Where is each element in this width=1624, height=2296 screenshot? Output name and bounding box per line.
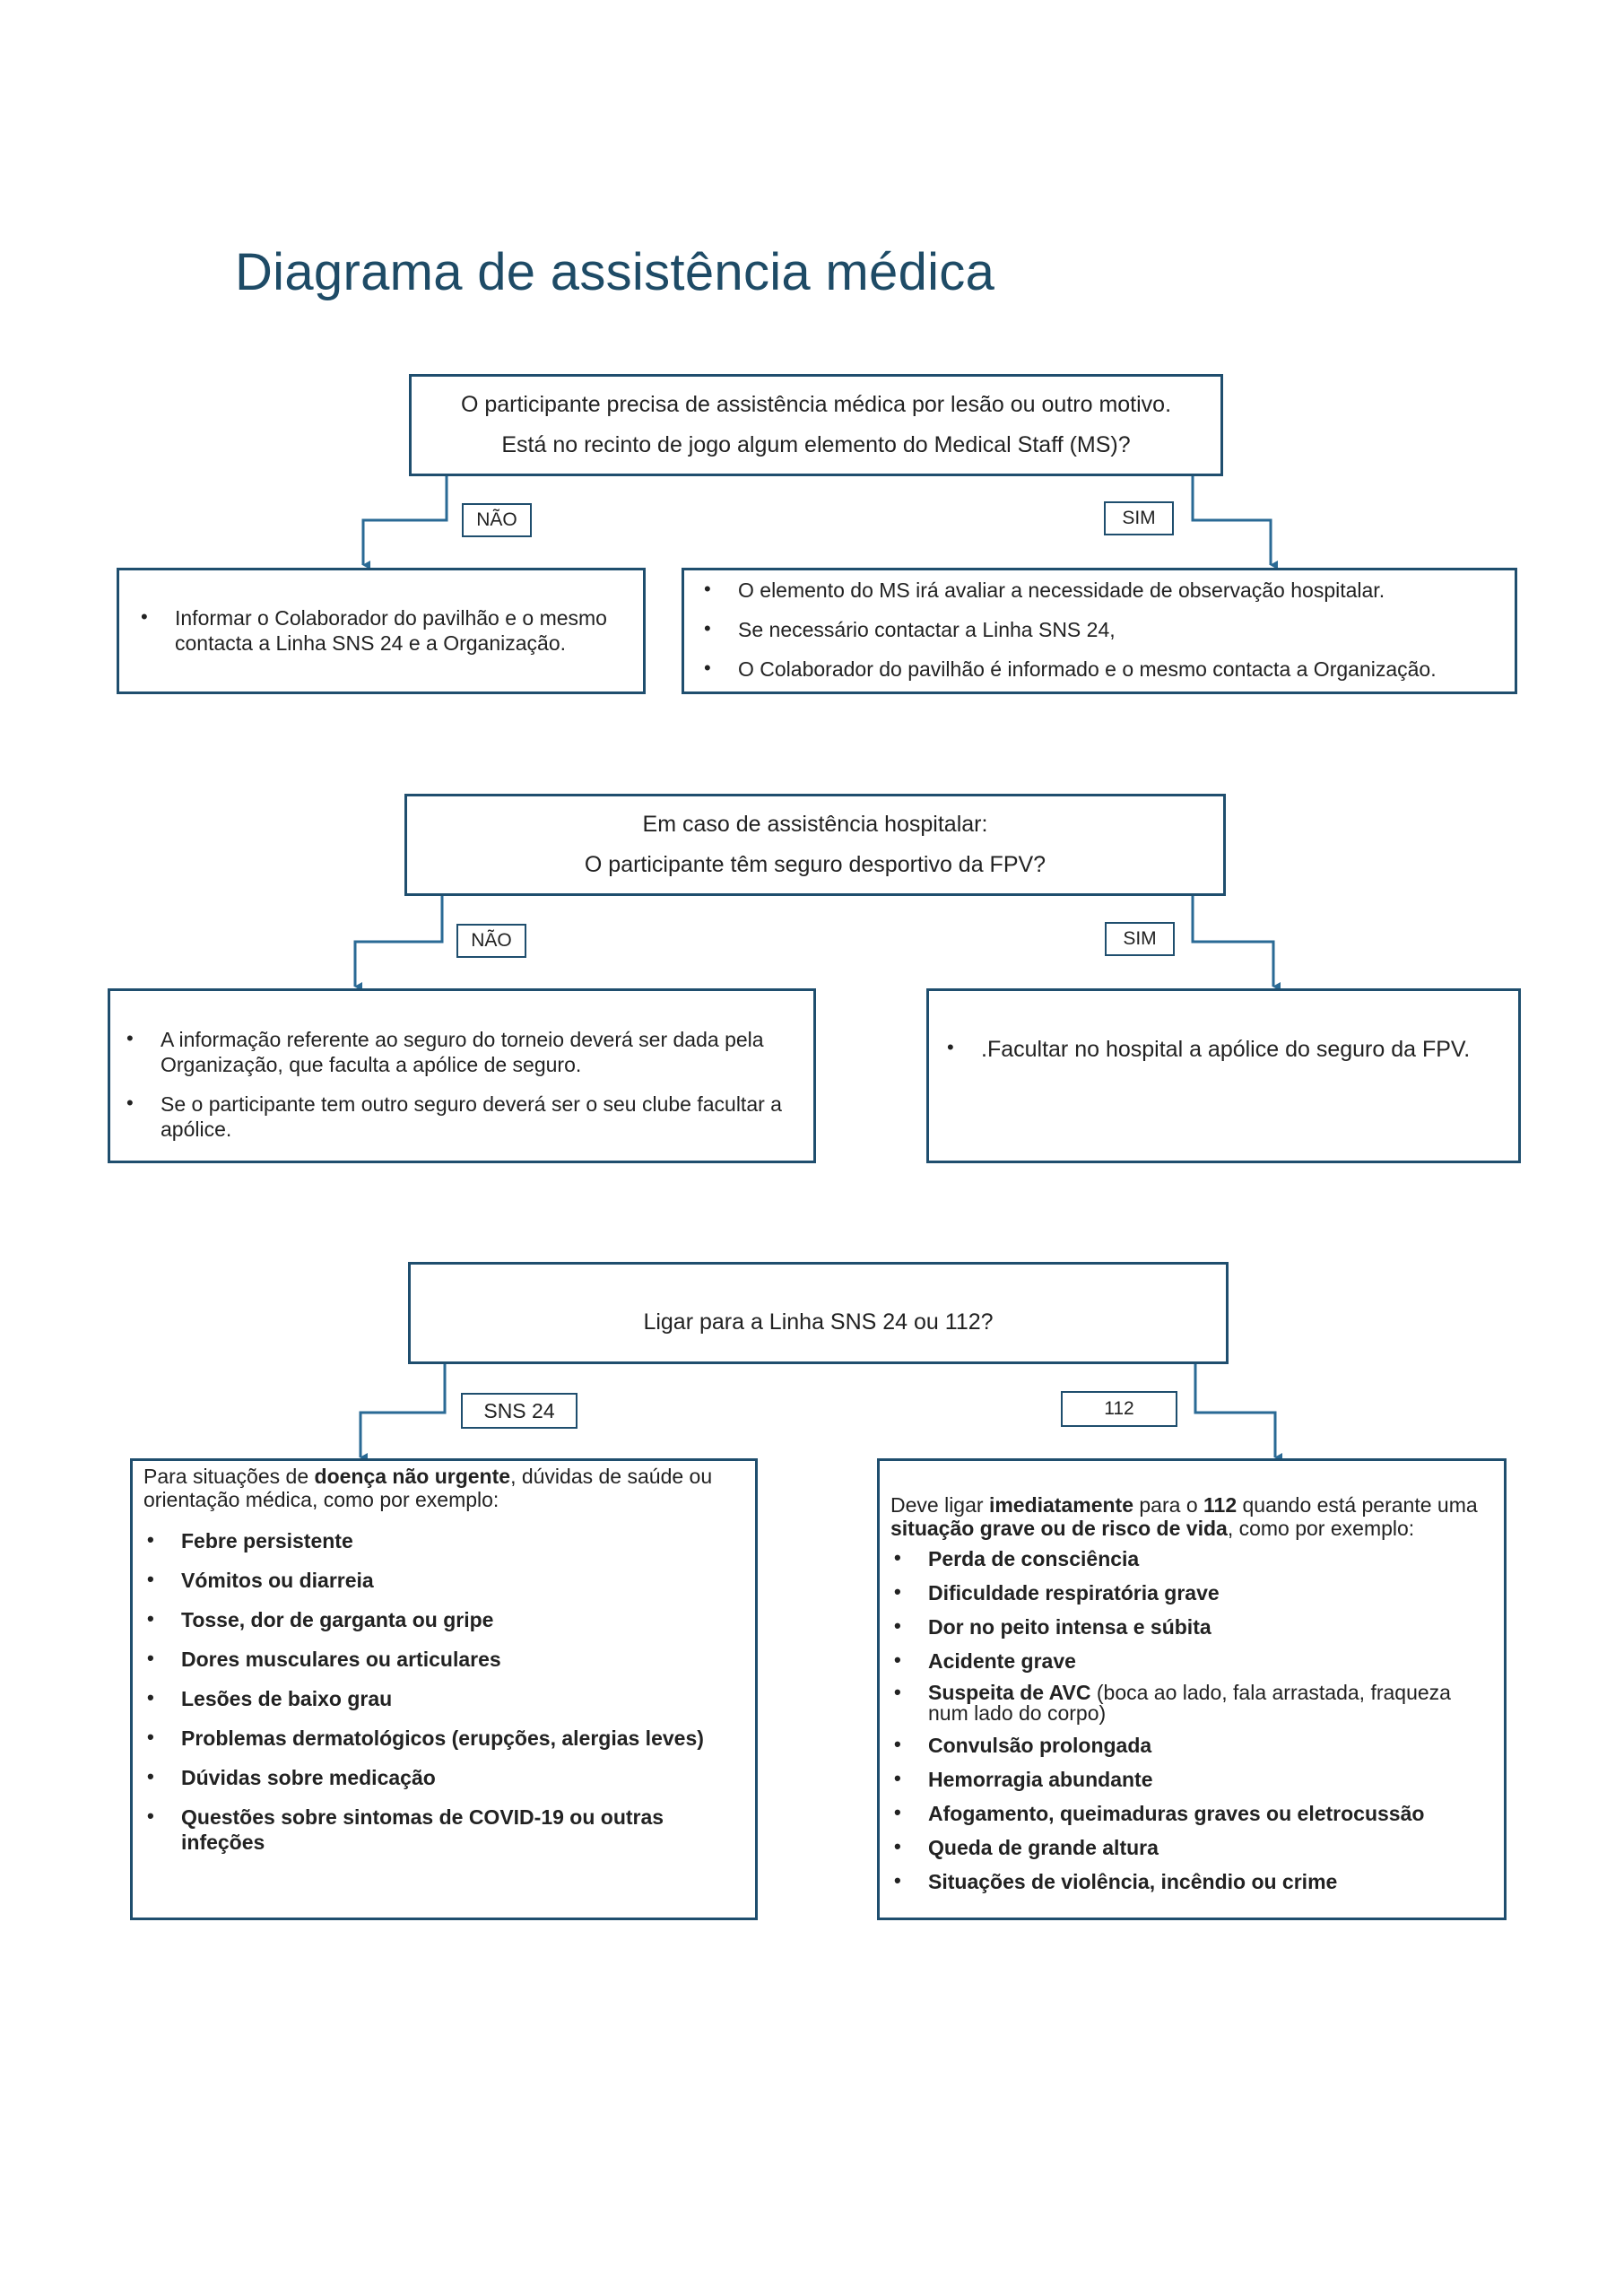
list-item: Lesões de baixo grau [136,1686,744,1711]
list-item: Tosse, dor de garganta ou gripe [136,1607,744,1632]
outcome-box-no-ms: Informar o Colaborador do pavilhão e o m… [117,568,646,694]
outcome-box-sns24: Para situações de doença não urgente, dú… [130,1458,758,1920]
list-item: Vómitos ou diarreia [136,1568,744,1593]
intro-text: quando está perante uma [1237,1493,1478,1517]
label-112: 112 [1061,1391,1177,1427]
list-item: Se o participante tem outro seguro dever… [116,1091,801,1142]
list-item: Perda de consciência [883,1546,1493,1571]
outcome-list: .Facultar no hospital a apólice do segur… [936,1036,1506,1064]
list-item-avc: Suspeita de AVC (boca ao lado, fala arra… [883,1683,1493,1724]
emergency-intro: Deve ligar imediatamente para o 112 quan… [890,1493,1493,1541]
question-line: Em caso de assistência hospitalar: [642,812,988,838]
question-box-hospital-insurance: Em caso de assistência hospitalar: O par… [404,794,1226,896]
outcome-list: O elemento do MS irá avaliar a necessida… [693,578,1502,682]
arrow-s2-right [1191,895,1281,991]
list-item: O elemento do MS irá avaliar a necessida… [693,578,1502,603]
intro-text: para o [1133,1493,1203,1517]
intro-text: , como por exemplo: [1227,1517,1415,1541]
sns24-intro: Para situações de doença não urgente, dú… [143,1465,744,1512]
avc-note: (boca ao lado, fala arrastada, fraqueza … [928,1681,1451,1726]
list-item: Afogamento, queimaduras graves ou eletro… [883,1801,1493,1826]
question-line: Está no recinto de jogo algum elemento d… [501,432,1131,457]
list-item: Queda de grande altura [883,1835,1493,1860]
outcome-list: Informar o Colaborador do pavilhão e o m… [130,605,627,656]
avc-label: Suspeita de AVC [928,1681,1091,1705]
arrow-s1-right [1191,475,1278,570]
intro-emphasis: situação grave ou de risco de vida [890,1517,1228,1541]
label-sim: SIM [1104,501,1174,535]
list-item: Convulsão prolongada [883,1733,1493,1758]
question-line: O participante precisa de assistência mé… [460,392,1172,418]
intro-text: Para situações de [143,1465,315,1488]
label-nao: NÃO [462,503,532,537]
list-item: Problemas dermatológicos (erupções, aler… [136,1726,744,1751]
outcome-box-112: Deve ligar imediatamente para o 112 quan… [877,1458,1507,1920]
arrow-s1-left [361,475,448,570]
question-box-call-line: Ligar para a Linha SNS 24 ou 112? [408,1262,1229,1364]
label-sim: SIM [1105,922,1175,956]
intro-text: Deve ligar [890,1493,989,1517]
question-line: O participante têm seguro desportivo da … [584,852,1046,877]
label-nao: NÃO [456,924,526,958]
intro-emphasis: doença não urgente [314,1465,511,1488]
page-title: Diagrama de assistência médica [235,243,995,301]
outcome-box-ms-present: O elemento do MS irá avaliar a necessida… [682,568,1517,694]
question-box-medical-assistance: O participante precisa de assistência mé… [409,374,1223,476]
list-item: Hemorragia abundante [883,1767,1493,1792]
list-item: Dificuldade respiratória grave [883,1580,1493,1605]
list-item: Acidente grave [883,1648,1493,1674]
intro-emphasis: imediatamente [988,1493,1133,1517]
list-item: .Facultar no hospital a apólice do segur… [936,1036,1506,1064]
list-item: Questões sobre sintomas de COVID-19 ou o… [136,1805,744,1855]
intro-emphasis: 112 [1203,1493,1238,1517]
outcome-box-fpv-insurance: .Facultar no hospital a apólice do segur… [926,988,1521,1163]
intro-text: , dúvidas de saúde ou orientação médica,… [143,1465,713,1512]
list-item: Dúvidas sobre medicação [136,1765,744,1790]
arrow-s3-left [359,1363,447,1462]
emergency-examples-list: Perda de consciência Dificuldade respira… [883,1546,1493,1894]
label-sns24: SNS 24 [461,1393,578,1429]
list-item: Se necessário contactar a Linha SNS 24, [693,617,1502,642]
list-item: Situações de violência, incêndio ou crim… [883,1869,1493,1894]
list-item: Dor no peito intensa e súbita [883,1614,1493,1639]
list-item: Dores musculares ou articulares [136,1647,744,1672]
list-item: Febre persistente [136,1528,744,1553]
question-line: Ligar para a Linha SNS 24 ou 112? [643,1309,994,1335]
arrow-s3-right [1194,1363,1282,1462]
list-item: A informação referente ao seguro do torn… [116,1027,801,1077]
list-item: Informar o Colaborador do pavilhão e o m… [130,605,627,656]
arrow-s2-left [353,895,444,991]
outcome-list: A informação referente ao seguro do torn… [116,1027,801,1142]
sns24-examples-list: Febre persistente Vómitos ou diarreia To… [136,1528,744,1855]
outcome-box-no-insurance: A informação referente ao seguro do torn… [108,988,816,1163]
list-item: O Colaborador do pavilhão é informado e … [693,657,1502,682]
